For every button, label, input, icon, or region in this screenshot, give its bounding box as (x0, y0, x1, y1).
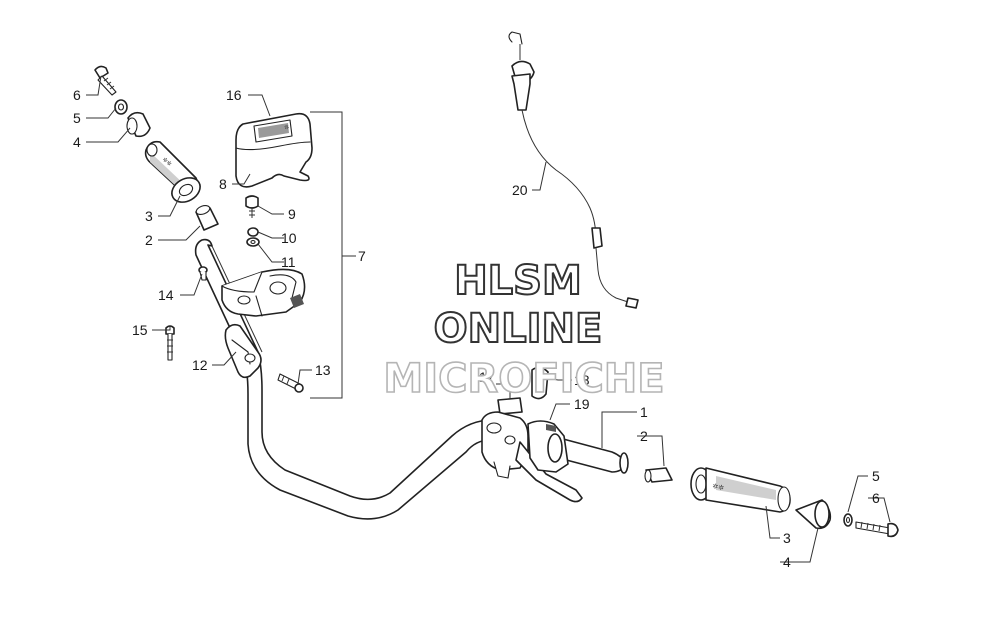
assembly-bracket (310, 111, 343, 399)
callout-2-right: 2 (640, 428, 648, 444)
callout-labels: 6 5 4 3 2 16 8 9 10 11 7 14 15 12 13 20 … (73, 87, 880, 570)
svg-text:✲✲: ✲✲ (161, 156, 173, 168)
callout-15: 15 (132, 322, 148, 338)
callout-18: 18 (574, 372, 590, 388)
callout-8: 8 (219, 176, 227, 192)
left-grip: ✲✲ (144, 140, 201, 203)
callout-7: 7 (358, 248, 366, 264)
decal-17 (497, 397, 523, 415)
callout-6-right: 6 (872, 490, 880, 506)
washer-11 (246, 237, 260, 247)
callout-4-left: 4 (73, 134, 81, 150)
svg-text:✲✲: ✲✲ (712, 482, 725, 492)
housing-cover: ✲ (235, 112, 313, 188)
callout-1: 1 (640, 404, 648, 420)
callout-20: 20 (512, 182, 528, 198)
left-washer (114, 99, 128, 115)
bolt-13 (277, 373, 304, 393)
washer-10 (247, 227, 259, 237)
left-sleeve (195, 204, 219, 231)
switch-housing-19 (481, 411, 583, 503)
callout-9: 9 (288, 206, 296, 222)
svg-text:✲: ✲ (283, 124, 290, 132)
callout-6-left: 6 (73, 87, 81, 103)
callout-12: 12 (192, 357, 208, 373)
grommet-18 (531, 366, 549, 400)
right-grip: ✲✲ (690, 467, 791, 513)
watermark: HLSM ONLINE MICROFICHE (383, 257, 666, 403)
right-washer (843, 513, 853, 527)
callout-17: 17 (479, 369, 495, 385)
watermark-microfiche: MICROFICHE (383, 356, 664, 402)
leader-lines (86, 75, 891, 563)
throttle-block (221, 268, 306, 317)
watermark-online: ONLINE (434, 306, 603, 352)
right-end-bolt (855, 521, 899, 538)
heater-cable (508, 31, 639, 309)
watermark-hlsm: HLSM (454, 258, 582, 304)
callout-11: 11 (281, 254, 296, 270)
callout-14: 14 (158, 287, 174, 303)
throttle-lever (224, 323, 262, 379)
callout-19: 19 (574, 396, 590, 412)
right-sleeve (644, 467, 673, 483)
callout-3-right: 3 (783, 530, 791, 546)
right-end-cap (795, 499, 832, 530)
callout-13: 13 (315, 362, 331, 378)
callout-2-left: 2 (145, 232, 153, 248)
callout-5-right: 5 (872, 468, 880, 484)
left-end-bolt (94, 65, 117, 96)
callout-4-right: 4 (783, 554, 791, 570)
left-end-cap (126, 111, 151, 138)
callout-5-left: 5 (73, 110, 81, 126)
callout-10: 10 (281, 230, 297, 246)
screw-15 (165, 325, 175, 361)
screw-9 (245, 195, 259, 218)
callout-3-left: 3 (145, 208, 153, 224)
callout-16: 16 (226, 87, 242, 103)
